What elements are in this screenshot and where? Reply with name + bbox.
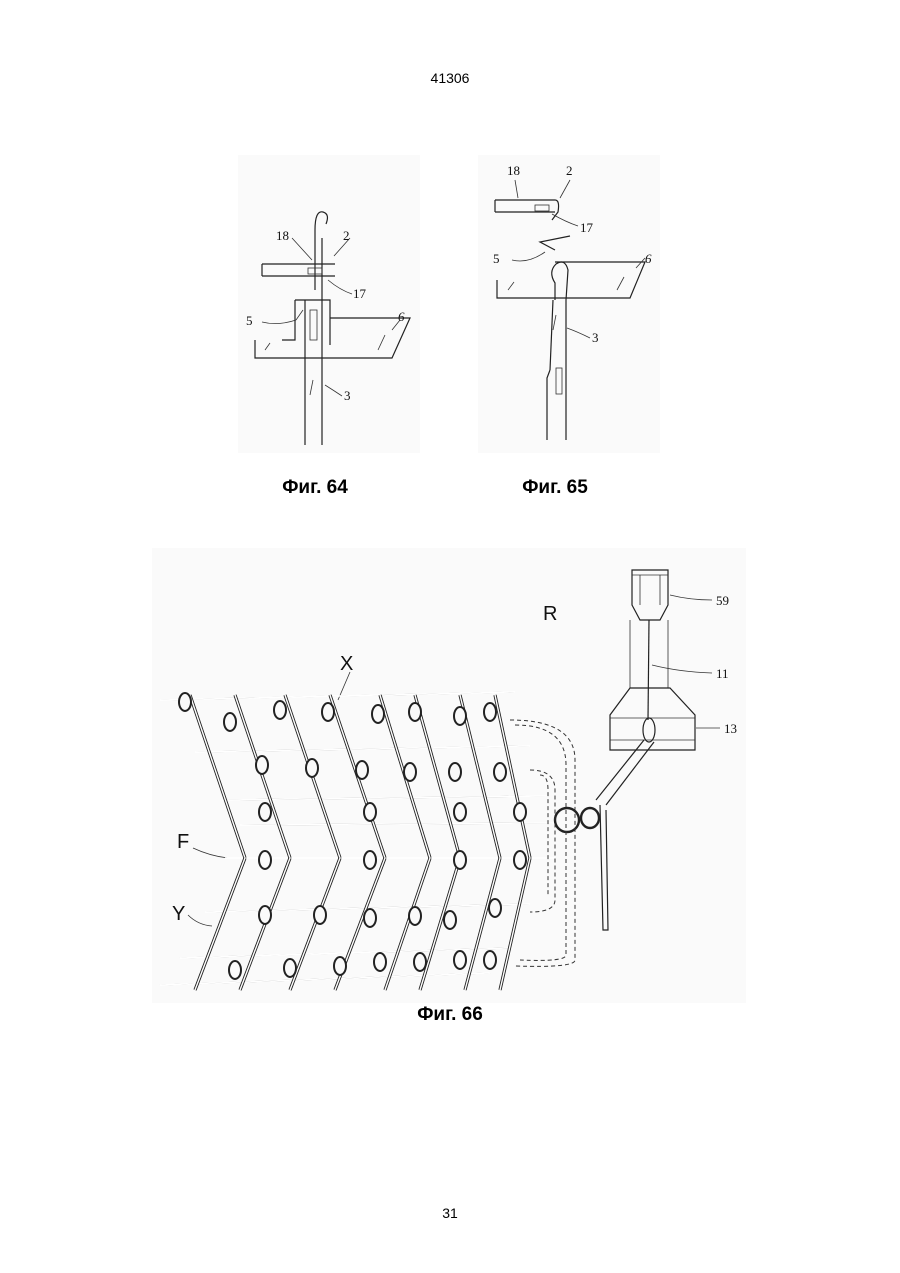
fig65-label-6: 6: [645, 251, 652, 266]
fig65-label-17: 17: [580, 220, 594, 235]
fig64-label-17: 17: [353, 286, 367, 301]
fig66-label-13: 13: [724, 721, 737, 736]
fig66-label-59: 59: [716, 593, 729, 608]
fig64-label-2: 2: [343, 228, 350, 243]
fig65-label-3: 3: [592, 330, 599, 345]
knit-mesh: [160, 692, 599, 990]
fig66-label-X: X: [340, 653, 353, 675]
page-number: 31: [0, 1205, 900, 1221]
fig66-label-Y: Y: [172, 903, 185, 925]
fig65-label-18: 18: [507, 163, 520, 178]
fig64-label-5: 5: [246, 313, 253, 328]
figure-66-drawing: 59 11 13 R X F Y: [160, 570, 737, 990]
figure-65-drawing: 18 2 17 5 6 3: [493, 163, 652, 440]
figure-65-caption: Фиг. 65: [490, 477, 620, 499]
figure-66-caption: Фиг. 66: [385, 1004, 515, 1026]
fig66-label-R: R: [543, 603, 557, 625]
figure-64-caption: Фиг. 64: [250, 477, 380, 499]
figure-64-drawing: 18 2 17 5 6 3: [246, 212, 410, 445]
fig64-label-18: 18: [276, 228, 289, 243]
fig65-label-2: 2: [566, 163, 573, 178]
fig65-label-5: 5: [493, 251, 500, 266]
fig64-label-6: 6: [398, 309, 405, 324]
fig64-label-3: 3: [344, 388, 351, 403]
fig66-label-F: F: [177, 831, 189, 853]
fig66-label-11: 11: [716, 666, 729, 681]
